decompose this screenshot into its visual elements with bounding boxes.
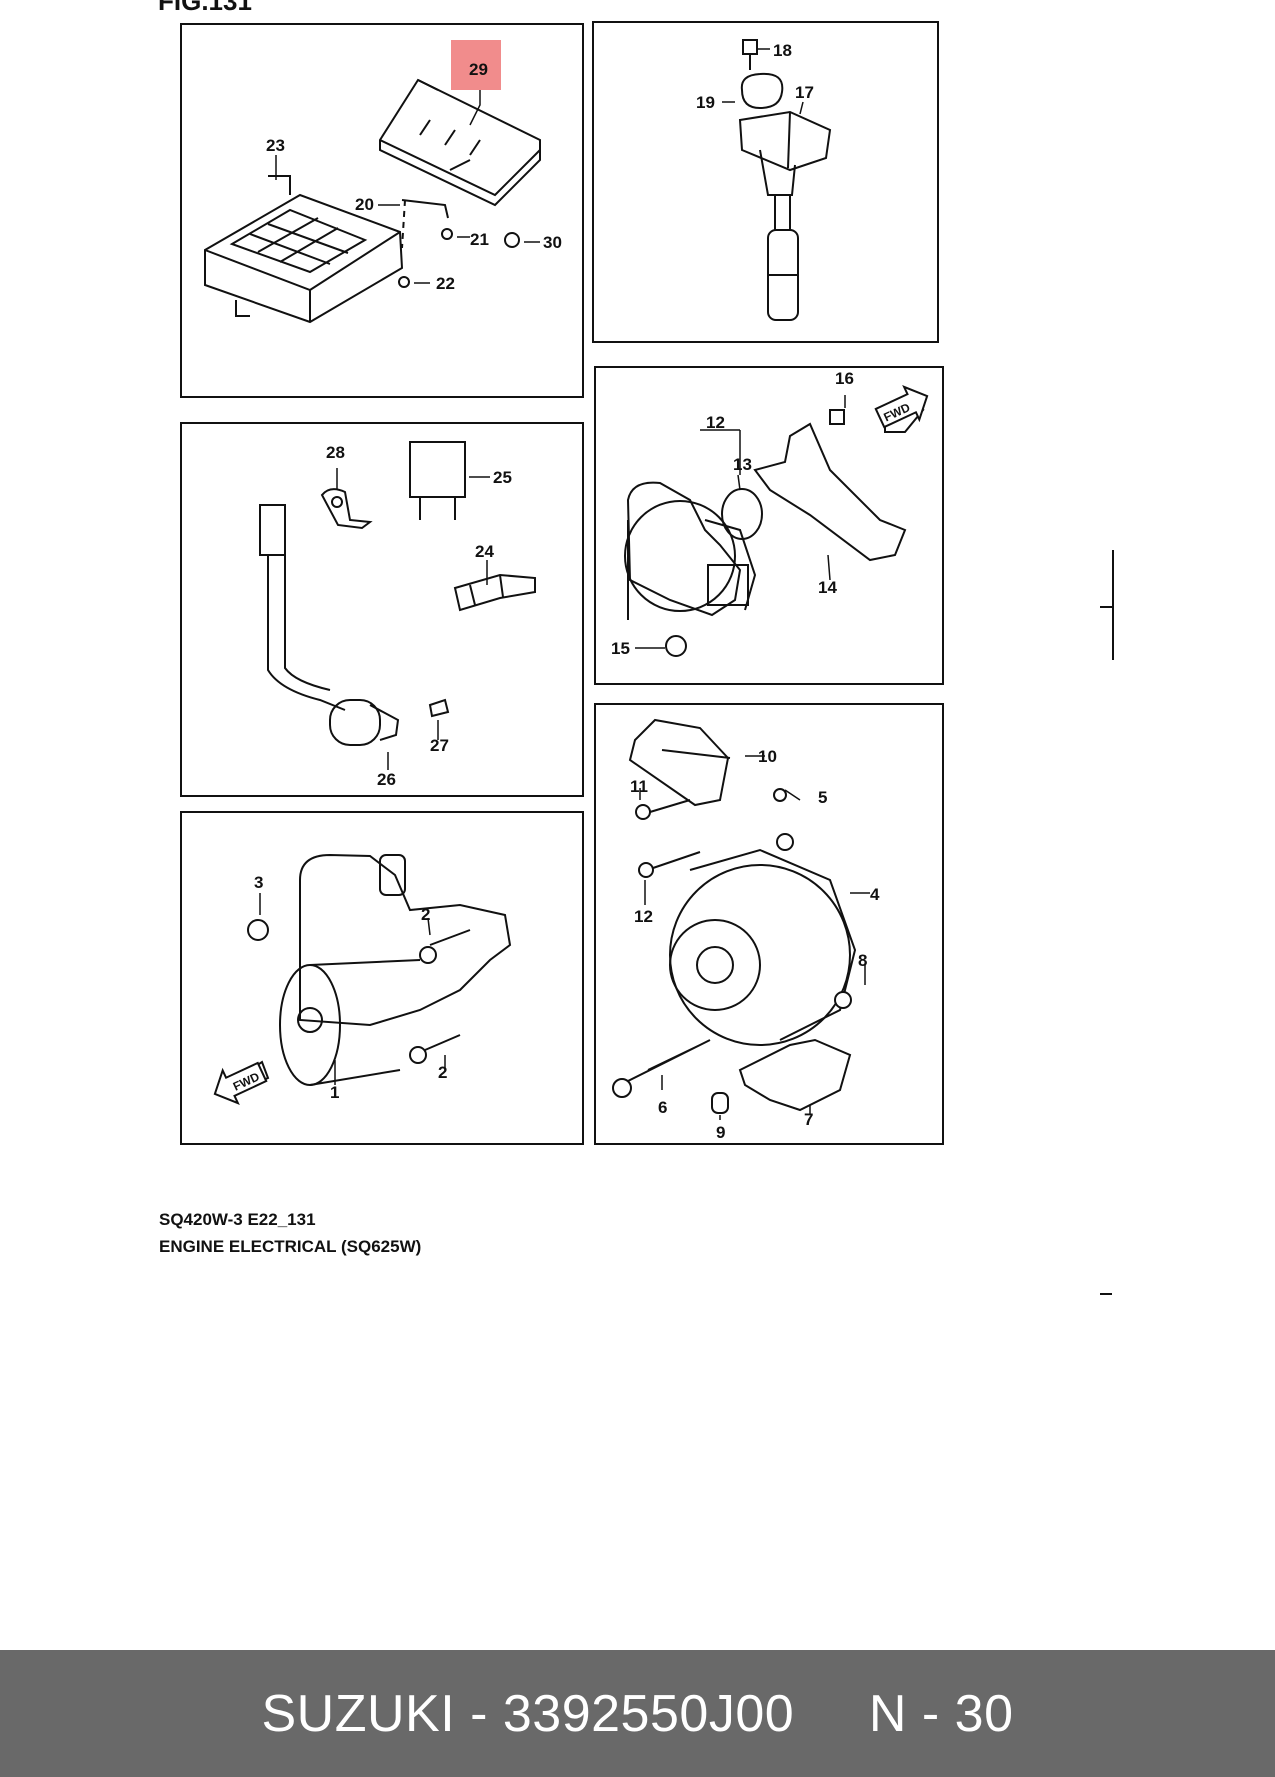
callout-13: 12	[706, 413, 725, 432]
highlight-box	[451, 40, 501, 90]
panel-throttle-body	[594, 366, 944, 685]
footer-position-prefix: N -	[868, 1684, 955, 1743]
callout-26: 25	[493, 468, 512, 487]
throttle-body-drawing	[624, 400, 925, 657]
figure-title: FIG.131	[158, 0, 252, 16]
caption-title: ENGINE ELECTRICAL (SQ625W)	[159, 1237, 422, 1256]
callout-18: 17	[795, 83, 814, 102]
callout-19: 18	[773, 41, 792, 60]
panel-sensors-relay	[180, 422, 584, 797]
callout-3: 3	[254, 873, 263, 892]
ecm-cover	[379, 78, 541, 207]
callout-20: 19	[696, 93, 715, 112]
margin-mark-dash	[1100, 1293, 1112, 1295]
callout-25: 24	[475, 542, 494, 561]
footer-bar: SUZUKI - 3392550J00 N - 30	[0, 1650, 1275, 1777]
callout-11: 11	[630, 777, 648, 796]
callout-15: 14	[818, 578, 837, 597]
starter-drawing	[225, 853, 512, 1092]
callout-5: 5	[818, 788, 827, 807]
callouts: 29 23 20 21 30 22 18 19 17 28 25 24 27 2…	[254, 41, 880, 1142]
callout-4: 4	[870, 885, 880, 904]
callout-8: 8	[858, 951, 867, 970]
footer-separator: -	[455, 1684, 503, 1743]
leader-lines	[259, 48, 870, 1120]
panel-ecm	[180, 23, 584, 398]
callout-2-lower: 2	[438, 1063, 447, 1082]
ignition-coil-drawing	[738, 39, 832, 321]
callout-22: 21	[470, 230, 489, 249]
callout-12: 12	[634, 907, 653, 926]
callout-24: 23	[266, 136, 285, 155]
panel-ignition-coil	[592, 21, 939, 343]
footer-text: SUZUKI - 3392550J00 N - 30	[261, 1684, 1013, 1744]
callout-23: 22	[436, 274, 455, 293]
callout-10: 10	[758, 747, 777, 766]
callout-14: 13	[733, 455, 752, 474]
callout-28: 27	[430, 736, 449, 755]
margin-mark-vertical	[1112, 550, 1114, 660]
footer-brand: SUZUKI	[261, 1684, 456, 1743]
footer-position-number: 30	[954, 1684, 1014, 1743]
callout-21: 20	[355, 195, 374, 214]
fwd-arrow-throttle: FWD	[874, 385, 929, 429]
callout-17: 16	[835, 369, 854, 388]
callout-27: 26	[377, 770, 396, 789]
parts-diagram: 29 23 20 21 30 22 18 19 17 28 25 24 27 2…	[180, 21, 944, 1145]
ecm-fasteners	[398, 228, 520, 288]
alternator-drawing	[612, 718, 857, 1114]
callout-9: 9	[716, 1123, 725, 1142]
callout-6: 6	[658, 1098, 667, 1117]
margin-mark-tick	[1100, 606, 1112, 608]
footer-part-number: 3392550J00	[502, 1684, 795, 1743]
panel-alternator	[594, 703, 944, 1145]
callout-29: 28	[326, 443, 345, 462]
footer-gap	[794, 1685, 869, 1743]
callout-1: 1	[330, 1083, 339, 1102]
panel-starter	[180, 811, 584, 1145]
callout-16: 15	[611, 639, 630, 658]
callout-30: 29	[469, 60, 488, 79]
callout-7: 7	[804, 1110, 813, 1129]
caption-code: SQ420W-3 E22_131	[159, 1210, 316, 1229]
callout-31: 30	[543, 233, 562, 252]
sensors-drawing	[259, 441, 536, 746]
callout-2-upper: 2	[421, 905, 430, 924]
